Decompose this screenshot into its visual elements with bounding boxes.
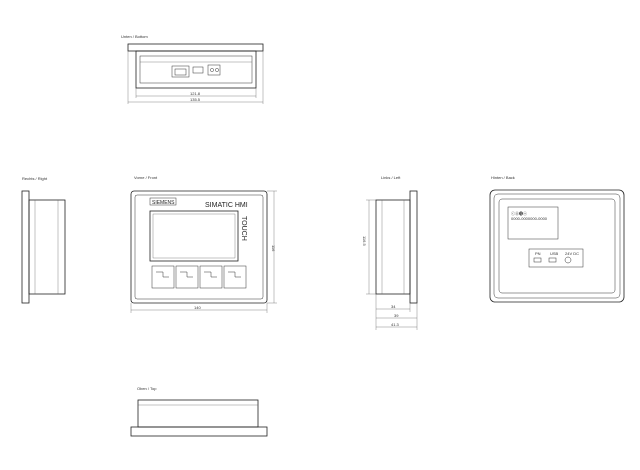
back-view: Hinten / Back ⓒ⓪⓭ⓤ 0000-0000000-0000 PN … (489, 175, 625, 303)
dim-inner-width: 121.8 (190, 91, 201, 96)
touch-label: TOUCH (240, 216, 247, 241)
back-bezel-inner (493, 193, 621, 299)
front-bezel-outer (130, 190, 268, 304)
dim-depth-bezel: 39 (394, 313, 399, 318)
dim-depth: 34 (391, 304, 396, 309)
dim-outer-width: 135.5 (190, 97, 201, 102)
bottom-view-label: Unten / Bottom (121, 34, 148, 39)
dim-front-height: 116 (271, 245, 276, 252)
right-view-label: Rechts / Right (22, 176, 48, 181)
display-area (152, 213, 236, 259)
bottom-view: Unten / Bottom 121.8 135.5 (121, 34, 264, 104)
display-outline (149, 210, 239, 262)
function-key-glyphs (156, 271, 241, 278)
right-housing-outline (28, 199, 66, 295)
port-label-power: 24V DC (565, 251, 579, 256)
usb-port (192, 66, 204, 74)
back-housing (498, 198, 616, 294)
rating-plate-line-2: 0000-0000000-0000 (511, 216, 548, 221)
port-label-usb: USB (550, 251, 559, 256)
product-title: SIMATIC HMI (205, 202, 248, 209)
right-view: Rechts / Right (21, 176, 66, 304)
front-view: Vorne / Front SIEMENS SIMATIC HMI TOUCH … (130, 175, 277, 313)
function-key-3 (199, 265, 223, 289)
ethernet-port-jack (174, 68, 187, 76)
ground-symbol (564, 256, 572, 264)
siemens-logo-box (149, 197, 177, 206)
brand-logo: SIEMENS (152, 200, 175, 206)
top-bezel-outline (130, 426, 268, 437)
left-view-label: Links / Left (381, 175, 401, 180)
function-key-4 (223, 265, 247, 289)
top-view-label: Oben / Top (137, 386, 157, 391)
connector-panel (528, 248, 584, 268)
left-housing-outline (375, 199, 411, 295)
dim-left-height: 116.5 (362, 236, 367, 246)
rating-plate-line-1: ⓒ⓪⓭ⓤ (511, 210, 527, 216)
dim-overall-depth: 41.3 (391, 322, 400, 327)
pn-port-symbol (533, 257, 542, 263)
back-bezel-outer (489, 189, 625, 303)
left-bezel-outline (409, 190, 418, 304)
left-view: Links / Left 116.5 34 39 41.3 (362, 175, 418, 330)
front-view-label: Vorne / Front (134, 175, 158, 180)
rating-plate (507, 206, 559, 240)
top-view: Oben / Top (130, 386, 268, 437)
bottom-recess (139, 55, 253, 84)
power-connector (207, 64, 221, 76)
function-key-1 (151, 265, 175, 289)
power-pin-1 (210, 68, 214, 72)
back-view-label: Hinten / Back (491, 175, 515, 180)
front-bezel-inner (134, 194, 264, 300)
top-housing-outline (137, 399, 259, 428)
ethernet-port (171, 65, 190, 78)
right-bezel-outline (21, 190, 30, 304)
power-pin-2 (215, 68, 219, 72)
usb-port-symbol (548, 257, 557, 263)
bottom-housing-outline (135, 50, 257, 89)
bottom-bezel-outline (127, 43, 264, 52)
dim-front-width: 140 (194, 305, 201, 310)
port-label-pn: PN (535, 251, 541, 256)
function-key-2 (175, 265, 199, 289)
